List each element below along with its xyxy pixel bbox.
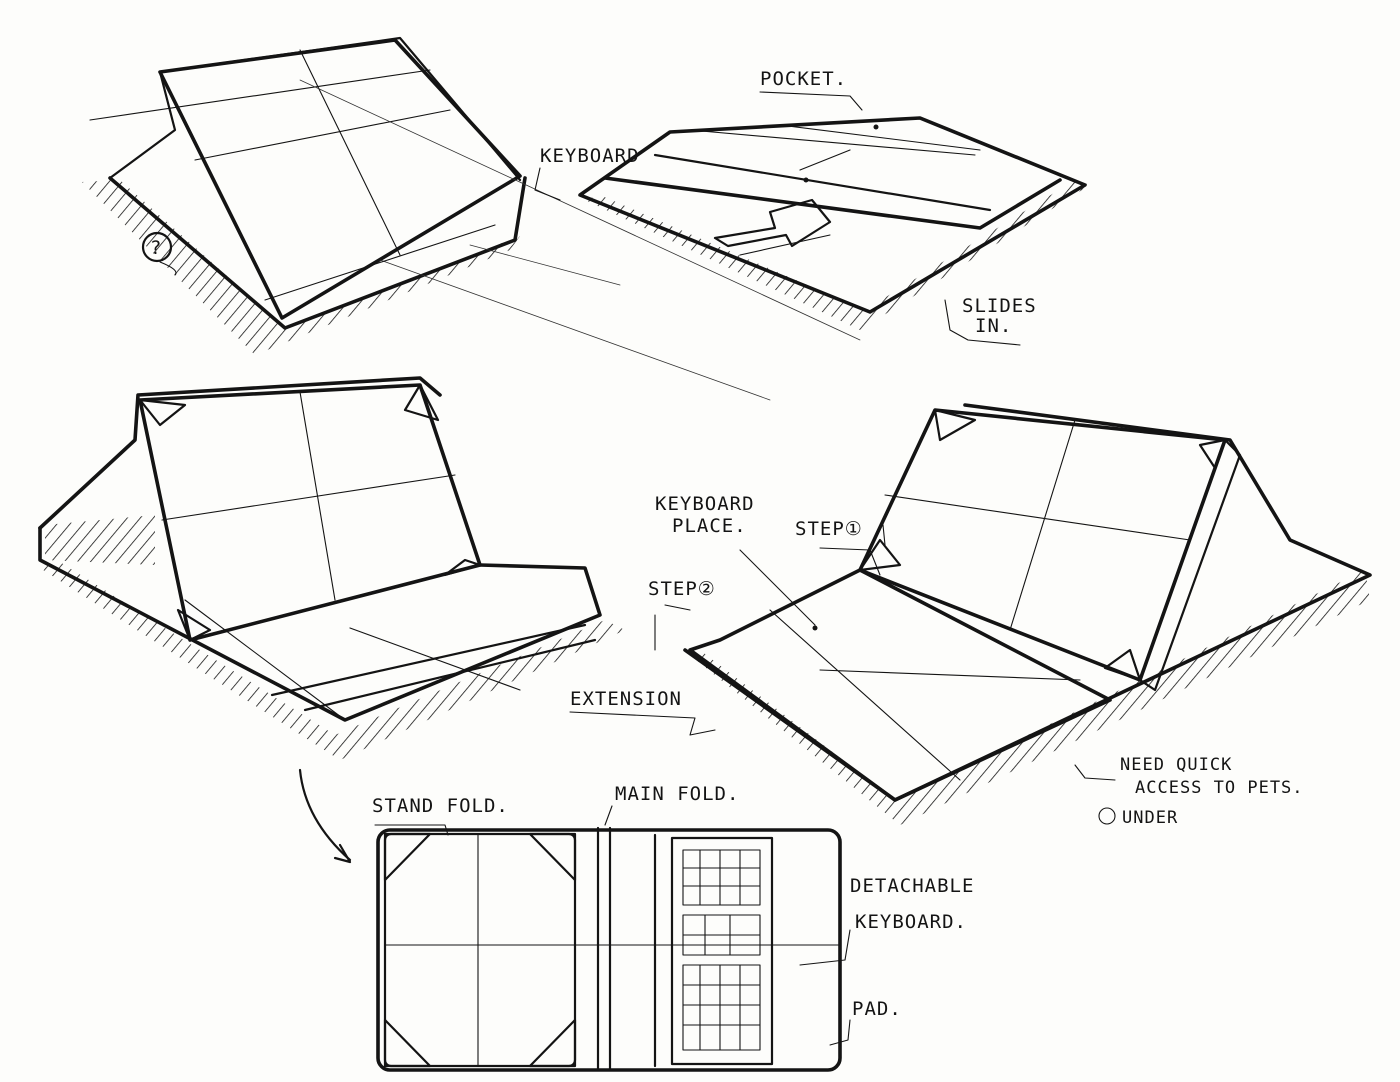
stand-fold-label: STAND FOLD. [372, 795, 509, 817]
inner-hatch [45, 515, 155, 565]
screen-thickness [1138, 438, 1242, 692]
leader-line [159, 261, 177, 276]
need-quick-label-1: NEED QUICK [1120, 755, 1232, 775]
detachable-label-1: DETACHABLE [850, 875, 974, 897]
leader-line [654, 604, 691, 651]
keyboard-frame [670, 836, 774, 1066]
sketch-open-case: ? [82, 36, 861, 401]
detachable-label-2: KEYBOARD. [855, 911, 967, 933]
step1-label: STEP① [795, 518, 863, 540]
transition-arrow-head [333, 843, 352, 864]
case-base-outline [108, 176, 527, 330]
construction-line [779, 124, 981, 171]
mid-labels: KEYBOARD PLACE. STEP① STEP② EXTENSION NE… [298, 493, 1304, 864]
slides-label-1: SLIDES [962, 295, 1037, 317]
corner-tabs [858, 408, 1227, 682]
leader-line [739, 549, 816, 626]
leader-line [829, 1019, 851, 1046]
screen-grid-line [194, 109, 451, 161]
keyboard-keys [682, 849, 761, 1051]
leader-line [374, 824, 449, 836]
tablet-screen [158, 38, 522, 320]
leader-line [569, 711, 716, 736]
pad-label: PAD. [852, 998, 902, 1020]
step2-label: STEP② [648, 578, 716, 600]
stand-screen [138, 383, 482, 642]
stand-base-outline [38, 526, 602, 722]
main-fold-lines [596, 826, 657, 1072]
screen-grid-line [161, 474, 456, 521]
leader-line [944, 299, 1021, 346]
pocket-dot [873, 124, 879, 130]
screen-bottom-edge [264, 224, 496, 301]
screen-grid-line [1009, 419, 1076, 631]
pocket-dot [803, 177, 809, 183]
keyboard-dot [812, 625, 818, 631]
sketch-stand-right [683, 403, 1372, 825]
panel-grid-line [384, 833, 841, 1067]
stand-right-screen [858, 408, 1227, 682]
pocket-label: POCKET. [760, 68, 847, 90]
leader-line [819, 524, 886, 576]
asterisk-circle [1098, 807, 1116, 825]
leader-line [799, 929, 851, 966]
leader-line [759, 91, 863, 111]
question-label: ? [150, 237, 162, 259]
pocket-band [603, 176, 1062, 230]
keyboard-place-label-2: PLACE. [672, 515, 747, 537]
leader-line [534, 167, 561, 201]
keyboard-label: KEYBOARD [540, 145, 640, 167]
leader-line [1074, 764, 1116, 781]
sketch-closed-case: POCKET. KEYBOARD SLIDES IN. [534, 68, 1090, 346]
main-fold-label: MAIN FOLD. [615, 783, 739, 805]
construction-line [299, 79, 861, 401]
construction-line [769, 609, 1081, 781]
corner-tabs [383, 832, 577, 1068]
closed-case-outline [578, 116, 1087, 314]
need-quick-label-2: ACCESS TO PETS. [1135, 778, 1304, 798]
keyboard-place-panel [688, 568, 1112, 802]
construction-line [89, 69, 431, 121]
pocket-band-top [653, 153, 992, 212]
keyboard-place-label-1: KEYBOARD [655, 493, 755, 515]
construction-line [184, 599, 521, 721]
leader-line [604, 805, 613, 826]
sketch-stand-left [38, 376, 625, 760]
question-circle [141, 231, 173, 263]
transition-arrow [298, 768, 352, 862]
slides-label-2: IN. [975, 315, 1012, 337]
tablet-panel [383, 832, 577, 1068]
screen-grid-line [884, 494, 1191, 541]
shadow-hatch [82, 180, 520, 355]
stand-back-outline [38, 376, 442, 530]
keyboard-place-strip [270, 623, 597, 712]
arrow-shadow [739, 234, 831, 256]
corner-tabs [138, 383, 482, 642]
need-quick-label-3: UNDER [1122, 808, 1178, 828]
screen-grid-line [299, 49, 401, 256]
shadow-hatch [40, 562, 625, 760]
pocket-edge [689, 129, 976, 156]
slide-in-arrow [713, 198, 832, 248]
extension-label: EXTENSION [570, 688, 682, 710]
sketch-flat-plan: STAND FOLD. MAIN FOLD. DETACHABLE KEYBOA… [372, 783, 974, 1072]
